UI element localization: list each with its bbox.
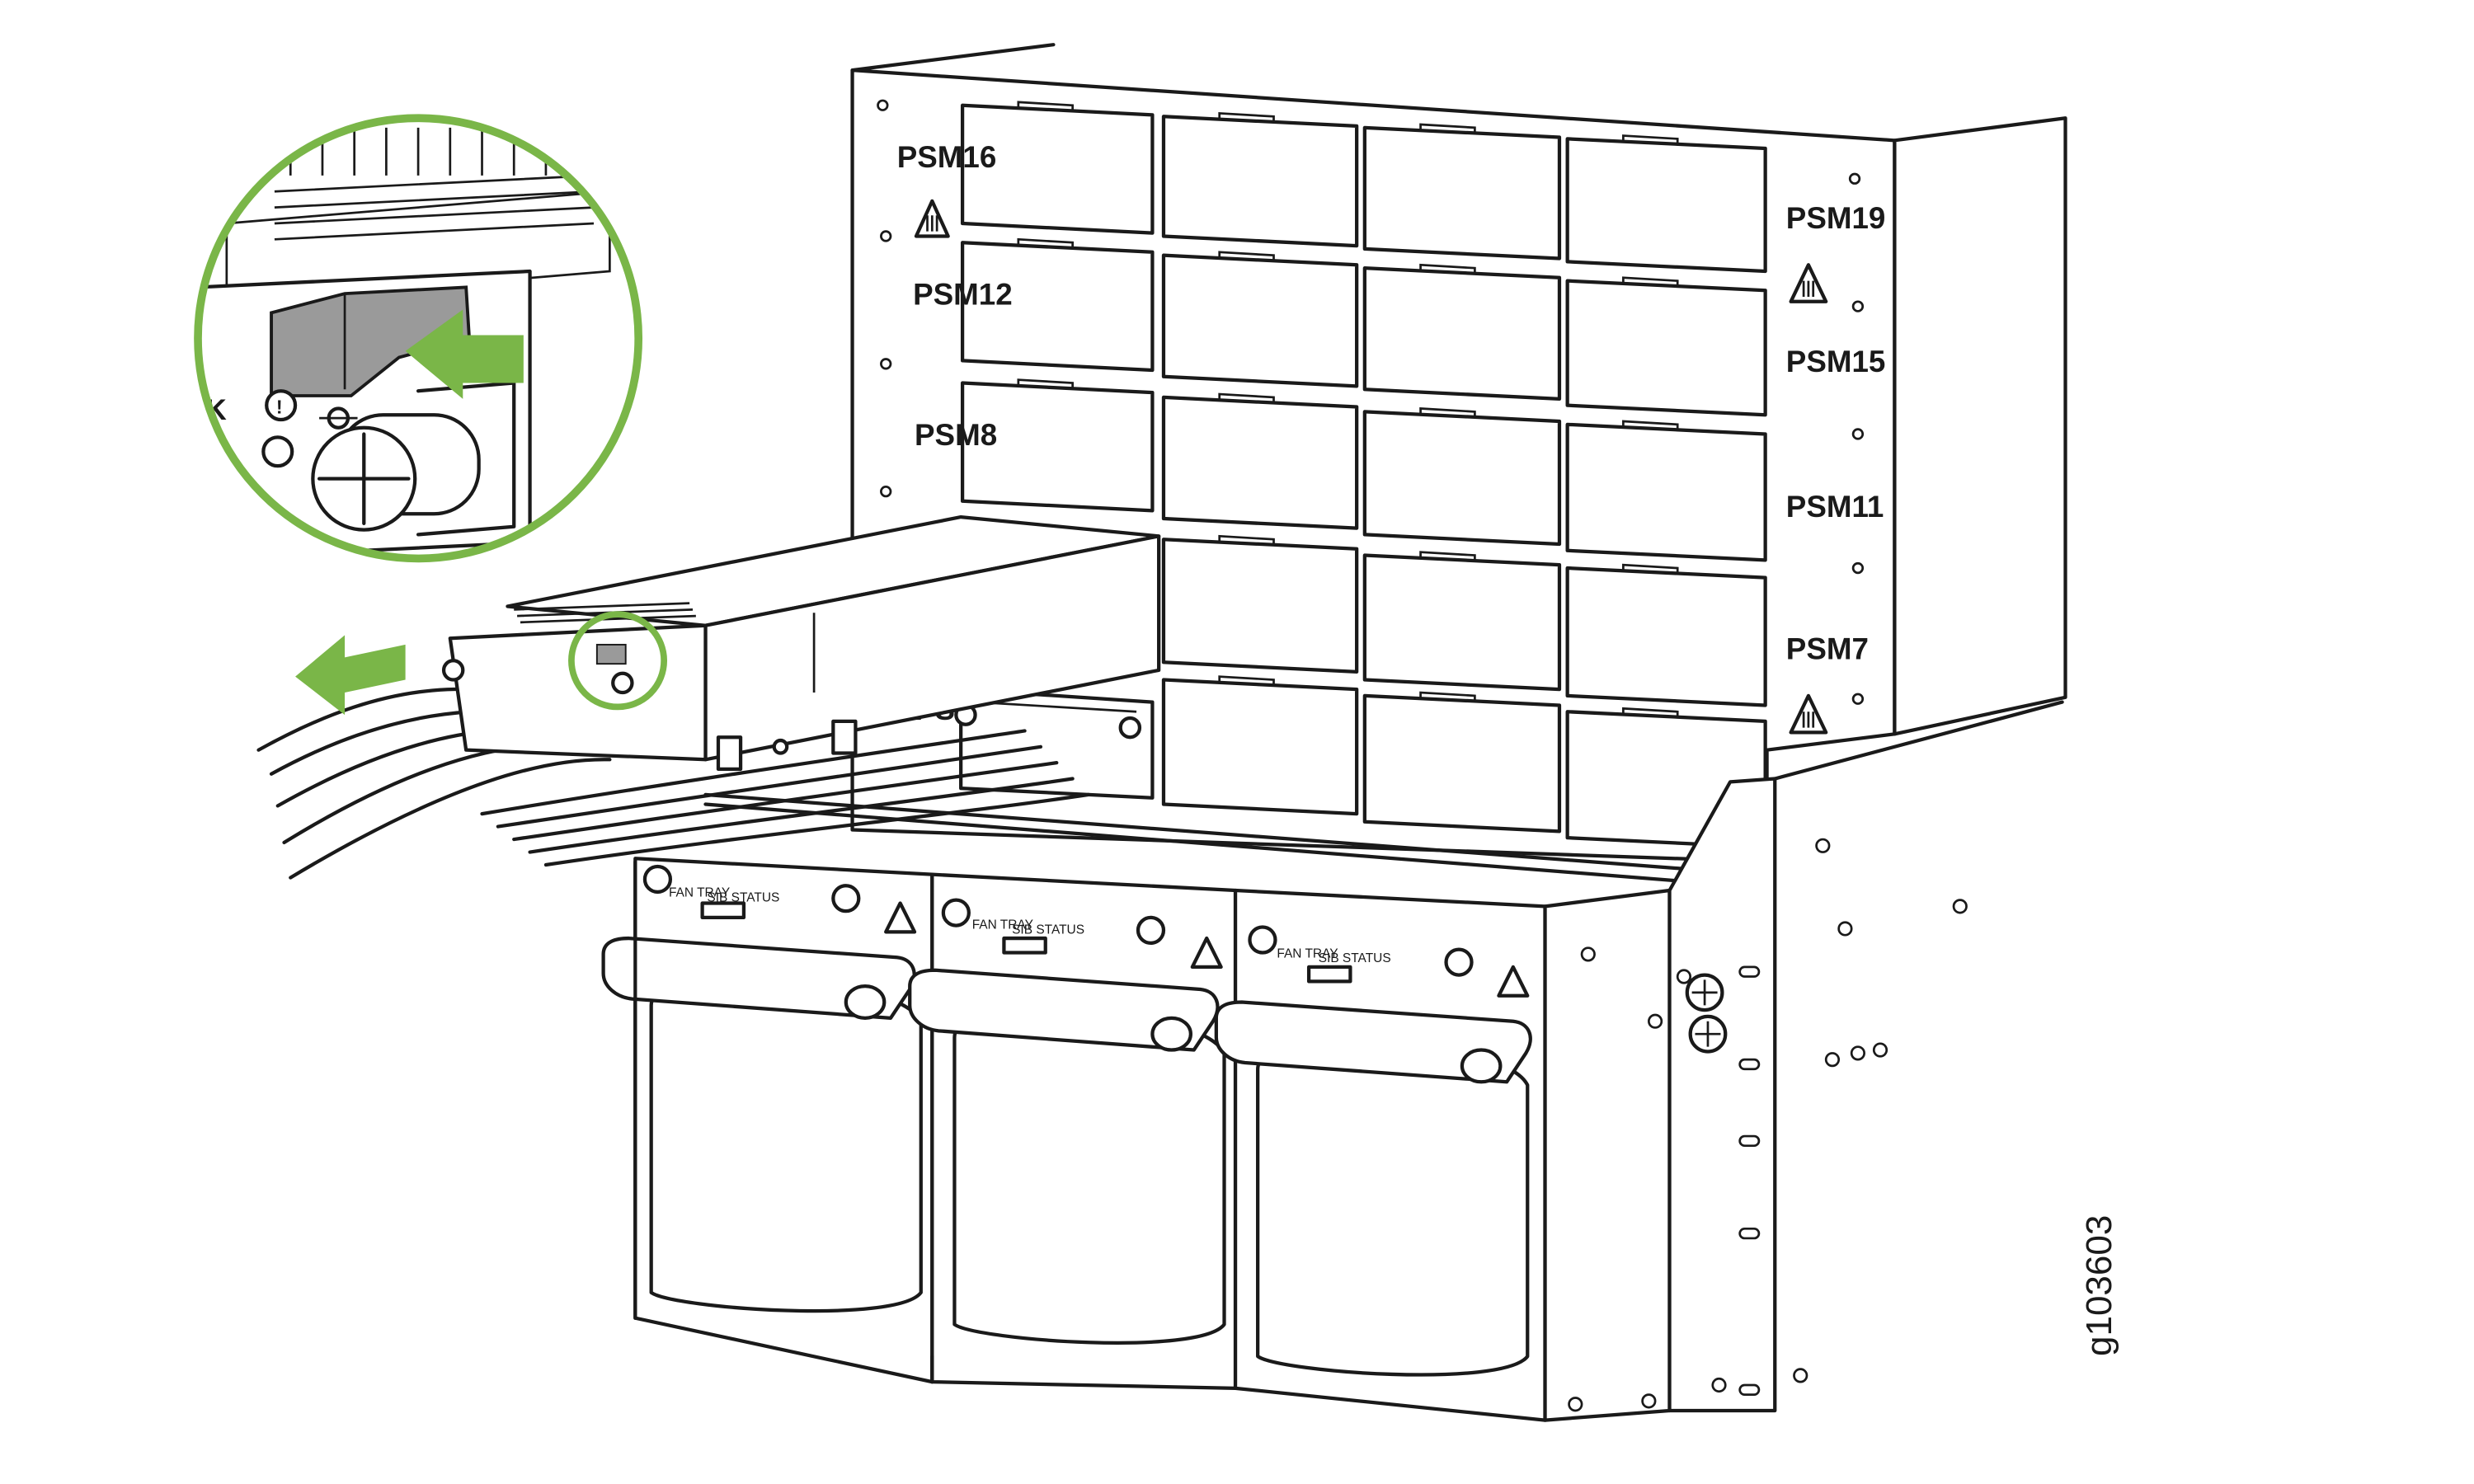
psm-module-being-removed xyxy=(441,514,1161,772)
fan-trays: FAN TRAY SIB STATUS FAN TRAY SIB STATUS xyxy=(601,857,1547,1422)
psm-slot-blank xyxy=(1565,134,1767,274)
svg-text:!: ! xyxy=(276,396,283,417)
hot-surface-icon xyxy=(1789,263,1828,303)
psm-slot-blank xyxy=(1161,251,1359,388)
psm-slot-blank xyxy=(1161,675,1359,816)
psm19-label: PSM19 xyxy=(1786,201,1886,235)
sib-status-label: SIB STATUS xyxy=(1319,951,1391,965)
psm-slot-blank xyxy=(960,237,1155,373)
hot-surface-icon xyxy=(914,199,950,238)
psm-slot-blank xyxy=(1161,392,1359,530)
psm-slot-blank xyxy=(1362,407,1562,547)
rack-frame xyxy=(1543,700,2064,1422)
fan-tray-3: FAN TRAY SIB STATUS xyxy=(1214,888,1547,1422)
warning-triangle-icon: ! xyxy=(261,389,298,468)
sib-status-label: SIB STATUS xyxy=(1012,923,1084,937)
psm-slot-blank xyxy=(1362,691,1562,834)
chassis-right-side xyxy=(1893,116,2067,736)
psm-slot-grid xyxy=(960,101,1767,849)
fan-tray-label: FAN TRAY xyxy=(972,918,1033,932)
latch-callout-small xyxy=(568,611,668,711)
psm-slot-blank xyxy=(1362,551,1562,692)
rack-holes xyxy=(1738,965,1761,1396)
figure-id-container: g103603 xyxy=(2045,1215,2210,1356)
psm12-label: PSM12 xyxy=(913,278,1013,312)
push-latch-arrow-icon xyxy=(405,309,524,399)
screw-icon xyxy=(311,413,481,532)
figure-id: g103603 xyxy=(2079,1215,2119,1356)
psm15-label: PSM15 xyxy=(1786,345,1886,378)
psm-slot-blank xyxy=(1362,263,1562,401)
psm-slot-blank xyxy=(1565,420,1767,562)
psm7-label: PSM7 xyxy=(1786,632,1869,665)
screw-icon xyxy=(1568,838,1968,1412)
psm-slot-blank xyxy=(960,101,1155,235)
fan-tray-label: FAN TRAY xyxy=(1277,946,1338,960)
psm11-label: PSM11 xyxy=(1786,490,1884,524)
ground-icon xyxy=(1685,973,1728,1054)
mounting-holes-left xyxy=(877,99,1865,705)
psm-slot-blank xyxy=(1161,534,1359,674)
removal-arrow-icon xyxy=(295,635,406,716)
psm-slot-blank xyxy=(1161,111,1359,248)
hot-surface-icon xyxy=(1789,693,1828,735)
psm-slot-blank xyxy=(960,378,1155,513)
ground-icon xyxy=(319,406,358,430)
fan-tray-1: FAN TRAY SIB STATUS xyxy=(601,857,934,1384)
psm-slot-blank xyxy=(1362,123,1562,261)
latch-zoom-callout: ! K xyxy=(194,114,643,563)
hot-surface-icon xyxy=(884,901,917,934)
psm-vent xyxy=(514,602,696,624)
hot-surface-icon xyxy=(1497,965,1530,998)
sib-status-label: SIB STATUS xyxy=(707,891,779,905)
psm-slot-blank xyxy=(1565,276,1767,417)
psm8-label: PSM8 xyxy=(915,418,997,452)
hot-surface-icon xyxy=(1190,936,1223,970)
psm16-label: PSM16 xyxy=(897,140,997,174)
fan-tray-2: FAN TRAY SIB STATUS xyxy=(908,872,1238,1391)
fan-tray-label: FAN TRAY xyxy=(669,886,730,900)
psm-slot-blank xyxy=(1565,563,1767,707)
